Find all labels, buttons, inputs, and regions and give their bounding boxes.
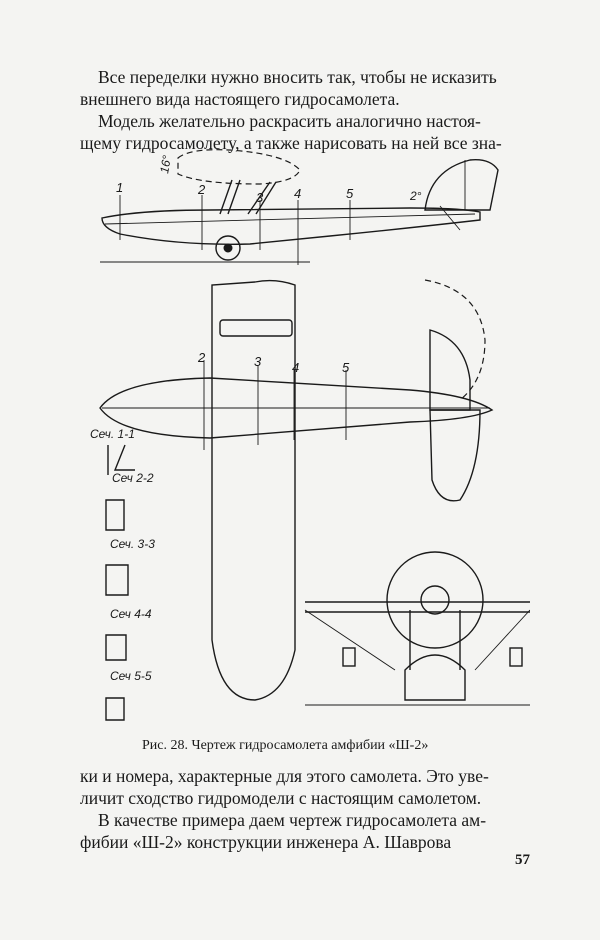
stabilizer-lower (429, 409, 481, 502)
section-views: Сеч. 1-1 Сеч 2-2 Сеч. 3-3 Сеч 4-4 Сеч 5-… (90, 427, 155, 721)
section-label: Сеч. 3-3 (110, 537, 155, 551)
text-line: В качестве примера даем чертеж гидросамо… (98, 810, 487, 830)
hull-chine-line (104, 213, 476, 225)
hull-outline (101, 207, 481, 245)
aircraft-drawing: 16° 2° 1 2 3 4 5 2 (80, 140, 530, 735)
top-paragraph-1: Все переделки нужно вносить так, чтобы н… (80, 66, 542, 110)
landing-wheel (215, 235, 241, 261)
section-shape (105, 499, 125, 531)
text-line: фибии «Ш-2» конструкции инженера А. Шавр… (80, 832, 452, 852)
station-number: 4 (294, 186, 301, 201)
wheel-hub (223, 243, 233, 253)
text-line: Модель желательно раскрасить аналогично … (98, 111, 481, 131)
bottom-paragraph-2: В качестве примера даем чертеж гидросамо… (80, 809, 542, 853)
text-line: щему гидросамолету, а также нарисовать н… (80, 133, 502, 153)
tail-fin (424, 159, 499, 211)
section-shape (107, 444, 135, 475)
station-number: 4 (292, 360, 299, 375)
hull-plan (99, 377, 494, 439)
front-view (304, 551, 530, 706)
page-number: 57 (515, 852, 530, 868)
strut (219, 179, 233, 215)
section-label: Сеч 4-4 (110, 607, 152, 621)
tail-angle-label: 2° (409, 189, 422, 203)
text-line: личит сходство гидромодели с настоящим с… (80, 788, 482, 808)
station-number: 3 (256, 190, 264, 205)
wire (304, 609, 396, 671)
float (509, 647, 523, 667)
wire (474, 609, 530, 671)
hull-front (404, 654, 466, 701)
text-line: внешнего вида настоящего гидросамолета. (80, 89, 400, 109)
station-number: 1 (116, 180, 123, 195)
engine-cowl (420, 585, 450, 615)
text-line: ки и номера, характерные для этого самол… (80, 766, 489, 786)
upper-wing-outline (177, 149, 301, 185)
station-number: 3 (254, 354, 262, 369)
station-number: 2 (197, 182, 206, 197)
side-view: 16° 2° 1 2 3 4 5 (100, 149, 499, 265)
wing-angle-label: 16° (157, 154, 174, 174)
section-label: Сеч 2-2 (112, 471, 154, 485)
strut (439, 205, 461, 231)
engine-nacelle (219, 319, 293, 337)
strut (227, 179, 241, 215)
plan-view: 2 3 4 5 (99, 279, 494, 701)
section-shape (105, 634, 127, 661)
float (342, 647, 356, 667)
top-paragraph-2: Модель желательно раскрасить аналогично … (80, 110, 542, 154)
section-shape (105, 697, 125, 721)
aircraft-drawing-svg: 16° 2° 1 2 3 4 5 2 (90, 149, 530, 721)
strut (247, 181, 271, 215)
bottom-paragraph-1: ки и номера, характерные для этого самол… (80, 765, 542, 809)
station-number: 5 (342, 360, 350, 375)
station-number: 5 (346, 186, 354, 201)
strut (255, 181, 277, 215)
section-label: Сеч. 1-1 (90, 427, 135, 441)
station-number: 2 (197, 350, 206, 365)
propeller-disc (386, 551, 484, 649)
stabilizer-outline-dashed (424, 279, 486, 401)
section-shape (105, 564, 129, 596)
section-label: Сеч 5-5 (110, 669, 152, 683)
text-line: Все переделки нужно вносить так, чтобы н… (98, 67, 497, 87)
figure-caption: Рис. 28. Чертеж гидросамолета амфибии «Ш… (142, 738, 429, 753)
wing-plan (211, 279, 296, 701)
